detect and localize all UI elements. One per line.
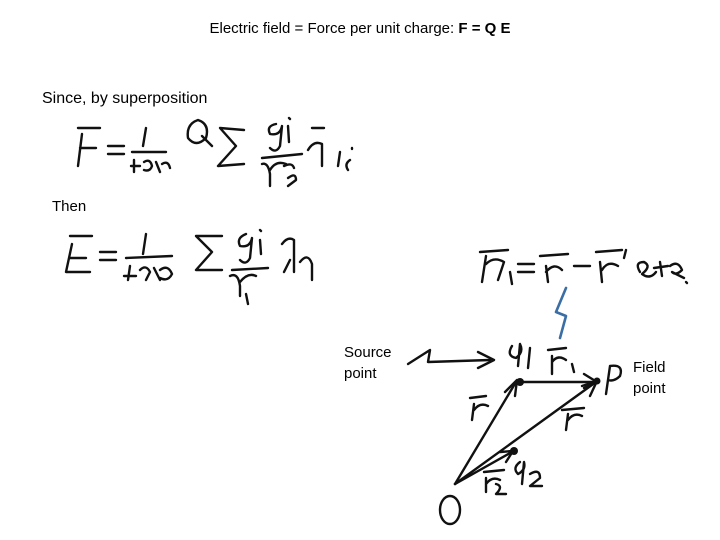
title-text: Electric field = Force per unit charge:: [209, 20, 455, 37]
source-point-label: Source point: [344, 342, 392, 384]
field-label-line1: Field: [633, 359, 666, 376]
field-point-dot-icon: [593, 377, 601, 385]
field-equation-handwritten: [64, 228, 314, 306]
field-point-label: Field point: [633, 357, 666, 399]
origin-point-icon: [438, 494, 462, 526]
squiggle-pointer-icon: [554, 286, 568, 340]
diagram-handwritten-labels: [468, 342, 623, 496]
relative-vector-handwritten: [478, 248, 689, 286]
source-label-line2: point: [344, 365, 377, 382]
field-label-line2: point: [633, 380, 666, 397]
page-title: Electric field = Force per unit charge: …: [0, 20, 720, 37]
then-text: Then: [52, 198, 87, 215]
force-equation-handwritten: [76, 116, 354, 188]
source-arrow-icon: [406, 348, 496, 370]
charge-q1-dot-icon: [516, 378, 524, 386]
superposition-text: Since, by superposition: [42, 90, 208, 107]
title-formula: F = Q E: [458, 20, 511, 37]
source-label-line1: Source: [344, 344, 392, 361]
charge-q2-dot-icon: [510, 447, 518, 455]
